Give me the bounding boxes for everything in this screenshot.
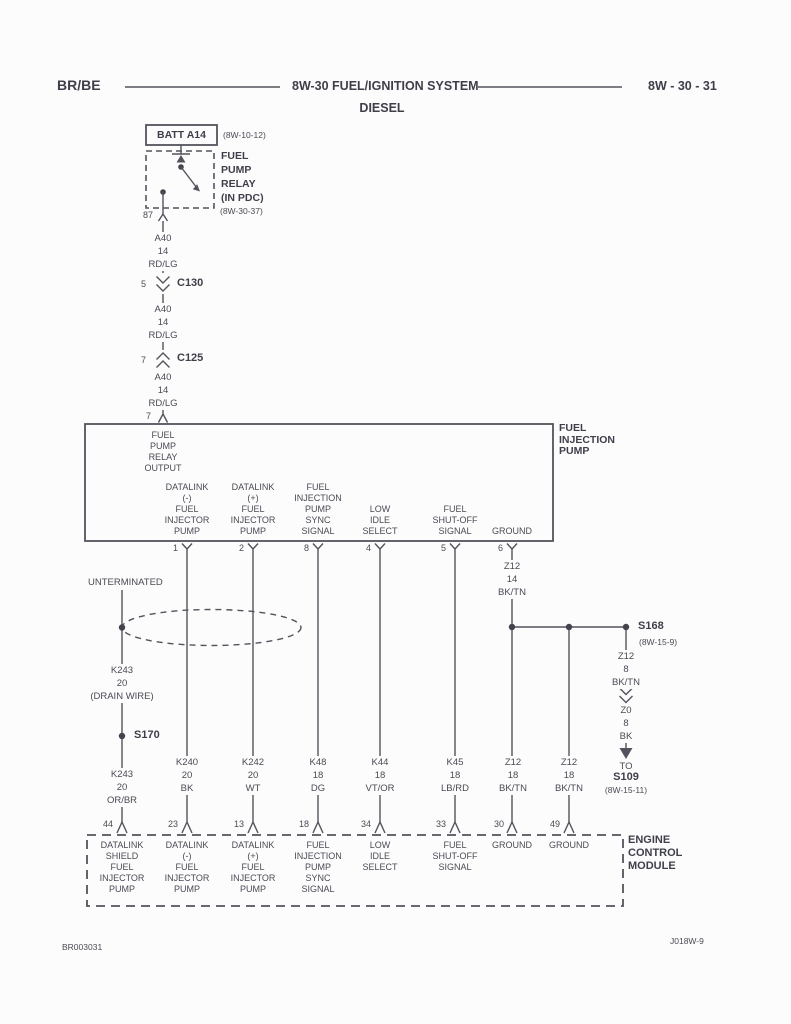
fip-pin-forks — [181, 543, 518, 557]
relay-arrow-up — [176, 155, 186, 163]
fip-pin-label: LOW IDLE SELECT — [362, 504, 398, 536]
ecm-pin-label: GROUND — [549, 840, 589, 850]
splice-dot — [118, 624, 126, 631]
ecm-pin-label: FUEL INJECTION PUMP SYNC SIGNAL — [294, 840, 342, 894]
connector-pin: 5 — [141, 279, 147, 289]
ecm-pin-label: DATALINK (+) FUEL INJECTOR PUMP — [230, 840, 276, 894]
ecm-pin-label: FUEL SHUT-OFF SIGNAL — [432, 840, 478, 872]
splice-s170-label: S170 — [134, 729, 160, 741]
ecm-pin-number: 49 — [549, 819, 560, 829]
ecm-pin-label: DATALINK SHIELD FUEL INJECTOR PUMP — [99, 840, 145, 894]
section-code: BR/BE — [57, 77, 101, 93]
wire-label-a40: A40 14 RD/LG — [133, 232, 193, 271]
ecm-pin-forks — [116, 821, 575, 834]
fip-pin-number: 6 — [497, 543, 503, 553]
wire-label-drain: K243 20 (DRAIN WIRE) — [86, 664, 158, 703]
relay-arm-arrowhead — [192, 184, 200, 192]
relay-name: FUEL PUMP RELAY (IN PDC) — [221, 150, 264, 204]
ecm-pin-label: GROUND — [492, 840, 532, 850]
wire-label-k243: K243 20 OR/BR — [92, 768, 152, 807]
wire-label-k44: K44 18 VT/OR — [350, 756, 410, 795]
splice-s168-dot — [622, 623, 630, 631]
page-title: 8W-30 FUEL/IGNITION SYSTEM — [292, 79, 479, 93]
ecm-pin-label: LOW IDLE SELECT — [362, 840, 398, 872]
ecm-pin-number: 34 — [360, 819, 371, 829]
inline-connector-c125 — [156, 352, 170, 368]
ecm-pin-label: DATALINK (-) FUEL INJECTOR PUMP — [164, 840, 210, 894]
drawing-number: BR003031 — [62, 942, 103, 952]
ecm-pin-number: 33 — [435, 819, 446, 829]
connector-fork — [157, 412, 169, 423]
fip-pin-number: 4 — [365, 543, 371, 553]
fuel-pump-relay-symbol — [145, 124, 218, 222]
wire-label-k242: K242 20 WT — [223, 756, 283, 795]
dest-to-label: TO — [619, 761, 633, 772]
page-number: 8W - 30 - 31 — [648, 79, 717, 93]
fip-input-pin-number: 7 — [146, 411, 152, 421]
relay-pin-number: 87 — [143, 210, 154, 220]
wire-label-z12-pin30: Z12 18 BK/TN — [483, 756, 543, 795]
fip-pin-label: FUEL SHUT-OFF SIGNAL — [432, 504, 478, 536]
dest-s109-ref: (8W-15-11) — [604, 785, 648, 795]
ecm-pin-number: 13 — [233, 819, 244, 829]
shield-ellipse — [118, 608, 302, 647]
batt-label: BATT A14 — [156, 129, 206, 141]
wire-label-z12-14: Z12 14 BK/TN — [482, 560, 542, 599]
fip-pin-label: DATALINK (-) FUEL INJECTOR PUMP — [164, 482, 210, 536]
fip-pin-number: 2 — [238, 543, 244, 553]
fip-box — [84, 423, 554, 542]
connector-pin: 7 — [141, 355, 147, 365]
wire-label-a40: A40 14 RD/LG — [133, 371, 193, 410]
fip-pin-label: DATALINK (+) FUEL INJECTOR PUMP — [230, 482, 276, 536]
ecm-name: ENGINE CONTROL MODULE — [628, 834, 683, 872]
splice-s168-label: S168 — [638, 620, 664, 632]
ecm-pin-number: 23 — [167, 819, 178, 829]
fip-input-label: FUEL PUMP RELAY OUTPUT — [144, 430, 182, 473]
inline-connector — [619, 687, 633, 704]
fip-pin-label: GROUND — [492, 526, 532, 536]
ecm-pin-number: 44 — [102, 819, 113, 829]
batt-ref: (8W-10-12) — [223, 130, 266, 140]
splice-s170-dot — [118, 732, 126, 740]
fip-pin-number: 8 — [303, 543, 309, 553]
ecm-box — [86, 834, 624, 907]
splice-s168-ref: (8W-15-9) — [639, 637, 678, 647]
wire-label-z12-8: Z12 8 BK/TN — [596, 650, 656, 689]
connector-c130-label: C130 — [177, 277, 204, 289]
sheet-code: J018W-9 — [670, 936, 704, 946]
to-s109-arrow — [619, 748, 633, 759]
fip-pin-label: FUEL INJECTION PUMP SYNC SIGNAL — [294, 482, 342, 536]
wire-label-k45: K45 18 LB/RD — [425, 756, 485, 795]
inline-connector-c130 — [156, 276, 170, 292]
wire-label-k48: K48 18 DG — [288, 756, 348, 795]
connector-c125-label: C125 — [177, 352, 204, 364]
ecm-pin-number: 18 — [298, 819, 309, 829]
wire-label-k240: K240 20 BK — [157, 756, 217, 795]
fip-pin-number: 1 — [172, 543, 178, 553]
splice-dot — [508, 623, 516, 631]
wire-label-a40: A40 14 RD/LG — [133, 303, 193, 342]
splice-dot — [565, 623, 573, 631]
relay-dashed-box — [145, 150, 215, 209]
fip-pin-number: 5 — [440, 543, 446, 553]
ecm-pin-number: 30 — [493, 819, 504, 829]
dest-s109-label: S109 — [613, 771, 639, 783]
relay-ref: (8W-30-37) — [220, 206, 263, 216]
page-subtitle: DIESEL — [359, 101, 405, 115]
wire-label-z12-pin49: Z12 18 BK/TN — [539, 756, 599, 795]
wire-label-z0: Z0 8 BK — [596, 704, 656, 743]
fip-name: FUEL INJECTION PUMP — [559, 422, 616, 457]
connector-fork — [157, 211, 169, 222]
unterminated-label: UNTERMINATED — [88, 577, 163, 588]
